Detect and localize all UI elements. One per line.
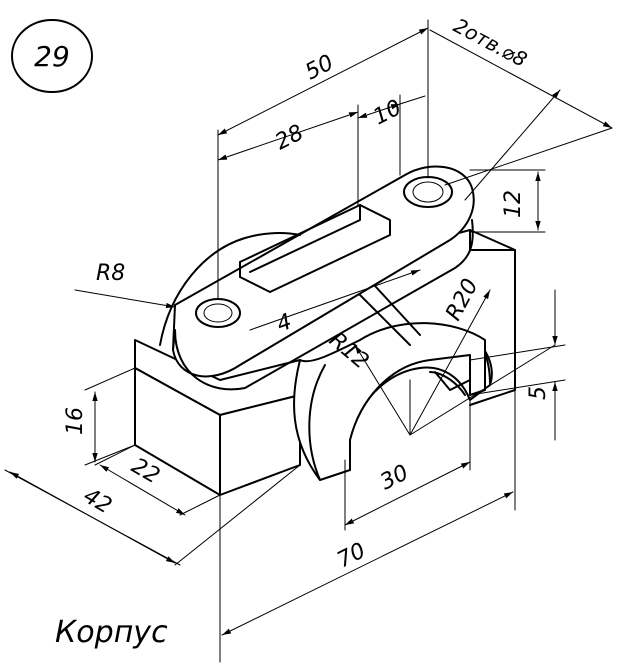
dim-12: 12 — [501, 190, 526, 218]
dim-30: 30 — [376, 460, 412, 495]
dim-70: 70 — [333, 538, 369, 573]
dim-42: 42 — [79, 484, 116, 520]
sheet-number-badge: 29 — [11, 19, 93, 93]
sheet-number: 29 — [34, 40, 70, 73]
dim-5: 5 — [526, 386, 551, 400]
part-title: Корпус — [55, 615, 168, 650]
part-body — [134, 165, 516, 496]
dim-28: 28 — [271, 120, 307, 155]
dim-50: 50 — [301, 50, 337, 85]
dim-r8: R8 — [96, 261, 125, 286]
dim-16: 16 — [63, 407, 88, 435]
dimension-lines — [4, 19, 613, 663]
